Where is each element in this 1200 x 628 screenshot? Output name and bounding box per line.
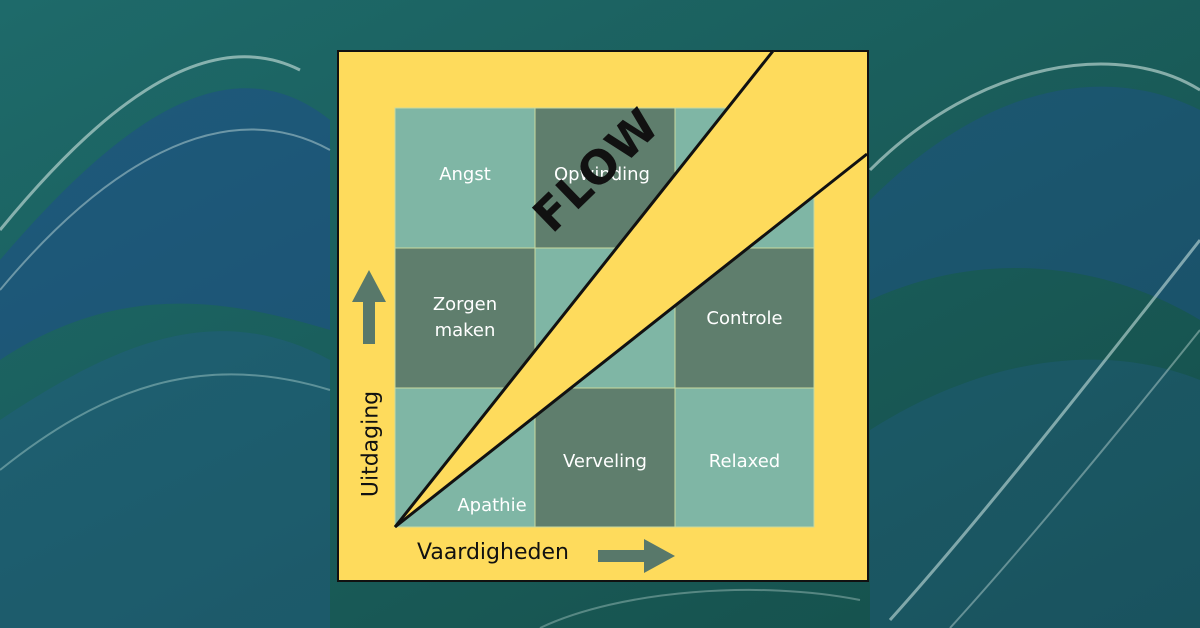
arrow-right-icon [598, 539, 675, 573]
arrow-up-icon [352, 270, 386, 344]
flow-diagram [337, 50, 869, 582]
cell-relaxed [674, 387, 815, 528]
label-relaxed: Relaxed [708, 451, 781, 472]
cell-opwinding [534, 107, 676, 249]
y-axis-label: Uitdaging [358, 390, 384, 498]
label-controle: Controle [706, 308, 783, 329]
label-opwinding: Opwinding [554, 164, 650, 185]
flow-channel-upper-edge [393, 50, 775, 528]
x-axis-label: Vaardigheden [417, 540, 569, 565]
label-angst: Angst [439, 164, 491, 185]
flow-channel [395, 51, 867, 527]
label-apathie: Apathie [457, 495, 527, 516]
label-zorgen-line1: Zorgen [432, 294, 498, 315]
label-verveling: Verveling [563, 451, 647, 472]
label-zorgen-maken: Zorgen maken [395, 292, 535, 344]
cell-angst [394, 107, 536, 249]
cell-verveling [534, 387, 676, 528]
label-zorgen-line2: maken [434, 320, 496, 341]
flow-channel-lower-edge [394, 152, 868, 529]
